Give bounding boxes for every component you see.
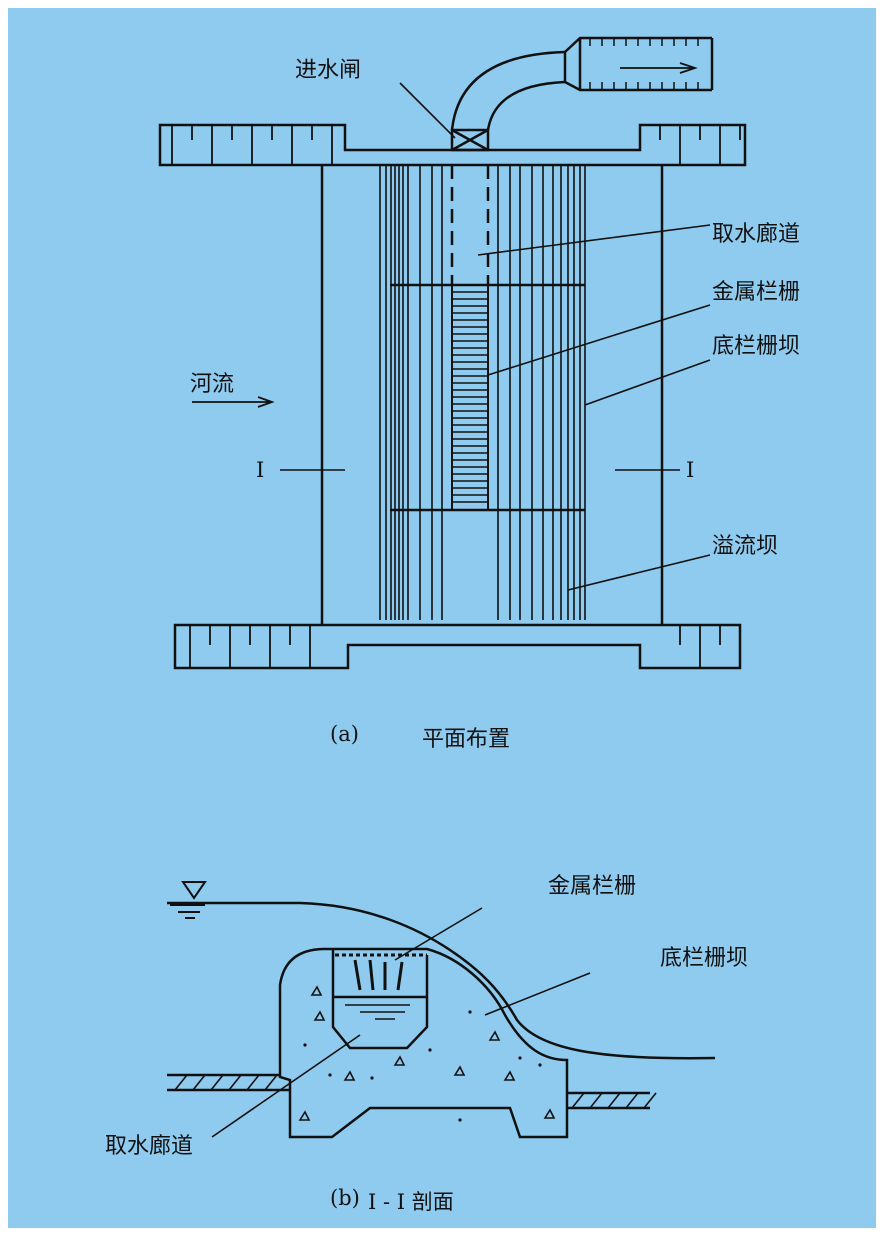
aggregate-dot — [370, 1076, 374, 1080]
caption-b: I - I 剖面 — [368, 1190, 454, 1214]
ground-hatch — [607, 1092, 621, 1109]
bottom-grating-bars — [379, 165, 586, 620]
aggregate-stone — [453, 1065, 466, 1076]
water-level-symbol — [170, 881, 207, 919]
gallery-water-ripples — [345, 1004, 410, 1020]
intake-pipe-bend — [450, 50, 566, 131]
plan-view — [158, 36, 747, 670]
aggregate-dot — [303, 1043, 307, 1047]
aggregate-dot — [468, 1010, 472, 1014]
leader-section-metal — [394, 907, 483, 961]
aggregate-stone — [298, 1110, 311, 1121]
aggregate-dot — [538, 1063, 542, 1067]
aggregate-stone — [313, 1010, 326, 1021]
intake-pipe — [563, 36, 714, 92]
label-intake-gate: 进水闸 — [295, 58, 362, 83]
ground-hatch — [246, 1074, 260, 1091]
caption-a: 平面布置 — [422, 727, 511, 752]
aggregate-stone — [343, 1070, 356, 1081]
pipe-flow-arrow — [620, 62, 698, 74]
metal-grating-hatch — [452, 291, 488, 503]
label-section-metal-grating: 金属栏栅 — [548, 874, 637, 899]
gallery-dashed — [450, 165, 490, 285]
label-section-intake-gallery: 取水廊道 — [105, 1134, 194, 1159]
downstream-wall — [173, 623, 742, 670]
caption-a-id: (a) — [330, 722, 359, 746]
label-section-bottom-grating-dam: 底栏栅坝 — [660, 946, 749, 971]
intake-gate — [450, 128, 490, 152]
leader-intake-gate — [399, 82, 456, 139]
aggregate-dot — [328, 1073, 332, 1077]
leader-bottom-dam — [584, 359, 711, 406]
aggregate-stone — [503, 1070, 516, 1081]
caption-b-id: (b) — [330, 1186, 360, 1210]
gallery-outline — [331, 949, 429, 1050]
water-surface — [167, 901, 716, 1060]
ground-hatch — [264, 1074, 278, 1091]
river-flow-arrow — [192, 396, 275, 408]
aggregate-stone — [310, 985, 323, 996]
ground-hatch — [643, 1092, 657, 1109]
label-metal-grating: 金属栏栅 — [712, 280, 801, 305]
aggregate-stone — [393, 1055, 406, 1066]
leader-gallery — [477, 224, 711, 256]
section-mark-right: I — [686, 458, 695, 482]
aggregate-stone — [543, 1108, 556, 1119]
ground-hatch — [589, 1092, 603, 1109]
label-intake-gallery: 取水廊道 — [712, 222, 801, 247]
leader-overflow — [567, 554, 711, 591]
concrete-texture — [298, 985, 556, 1122]
aggregate-dot — [428, 1048, 432, 1052]
ground-hatch — [192, 1074, 206, 1091]
gate-x-mark — [451, 128, 489, 152]
section-view — [167, 881, 716, 1139]
pipe-hatching — [589, 38, 699, 90]
ground-left — [167, 1073, 290, 1092]
aggregate-dot — [458, 1118, 462, 1122]
ground-hatch — [210, 1074, 224, 1091]
aggregate-stone — [488, 1030, 501, 1041]
dam-body — [278, 947, 569, 1139]
wall-hatching-bottom — [189, 625, 721, 668]
inflow-arrows — [353, 959, 404, 991]
upstream-wall-top — [158, 123, 747, 167]
ground-hatch — [174, 1074, 188, 1091]
wall-hatching-top — [171, 125, 741, 165]
leader-section-dam — [484, 972, 591, 1016]
ground-hatch — [625, 1092, 639, 1109]
aggregate-dot — [518, 1056, 522, 1060]
leader-section-gallery — [211, 1034, 361, 1138]
ground-hatch — [571, 1092, 585, 1109]
label-river-flow: 河流 — [190, 372, 235, 397]
ground-right — [567, 1091, 650, 1110]
ground-hatch — [228, 1074, 242, 1091]
label-overflow-dam: 溢流坝 — [712, 534, 779, 559]
leader-metal — [487, 304, 711, 376]
section-mark-left: I — [256, 458, 265, 482]
ground-hatching — [174, 1074, 657, 1109]
label-bottom-grating-dam: 底栏栅坝 — [712, 334, 801, 359]
